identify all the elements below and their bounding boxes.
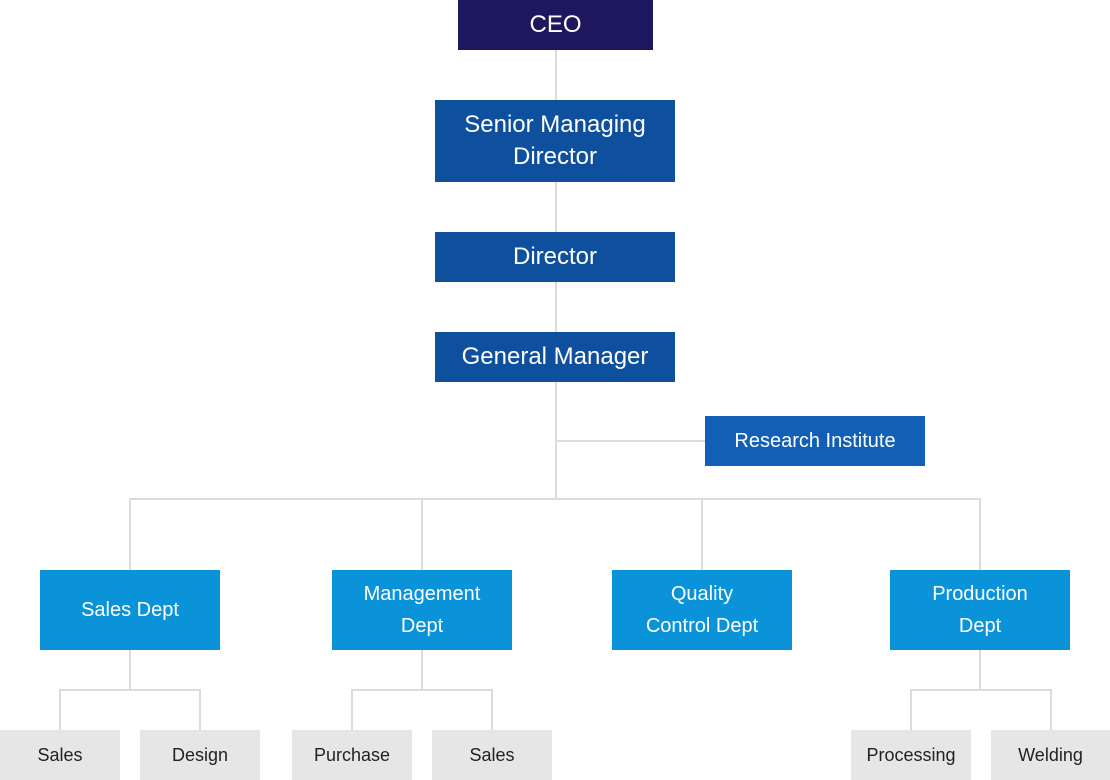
welding-team-box: Welding	[991, 730, 1110, 780]
connector-sales-team-drop	[59, 689, 61, 730]
sales-team-box: Sales	[0, 730, 120, 780]
connector-drop-production-dept	[979, 498, 981, 570]
research-institute-box: Research Institute	[705, 416, 925, 466]
welding-team-label: Welding	[1018, 744, 1083, 765]
quality-control-dept-label-line-1: Quality	[670, 583, 734, 605]
design-team-label: Design	[171, 744, 229, 765]
purchase-team-box: Purchase	[292, 730, 412, 780]
ceo-label: CEO	[529, 11, 582, 38]
connector-drop-sales-dept	[129, 498, 131, 570]
connector-design-team-drop	[199, 689, 201, 730]
connector-production-dept-stem	[979, 650, 981, 690]
connector-department-bus	[129, 498, 981, 500]
connector-management-dept-stem	[421, 650, 423, 690]
purchase-team-label: Purchase	[313, 744, 391, 765]
research-institute-label: Research Institute	[734, 429, 896, 452]
connector-purchase-team-drop	[351, 689, 353, 730]
processing-team-box: Processing	[851, 730, 971, 780]
management-sales-team-box: Sales	[432, 730, 552, 780]
processing-team-label: Processing	[866, 744, 956, 765]
senior-managing-director-label-line-2: Director	[512, 143, 597, 170]
connector-drop-management-dept	[421, 498, 423, 570]
production-dept-box: Production Dept	[890, 570, 1070, 650]
production-dept-label-line-2: Dept	[958, 615, 1002, 637]
director-label: Director	[512, 243, 597, 270]
sales-dept-box: Sales Dept	[40, 570, 220, 650]
senior-managing-director-box: Senior Managing Director	[435, 100, 675, 182]
senior-managing-director-label-line-1: Senior Managing	[464, 111, 646, 138]
ceo-box: CEO	[458, 0, 653, 50]
connector-sales-dept-stem	[129, 650, 131, 690]
production-dept-label-line-1: Production	[932, 583, 1028, 605]
quality-control-dept-box: Quality Control Dept	[612, 570, 792, 650]
sales-dept-label: Sales Dept	[81, 599, 179, 621]
sales-team-label: Sales	[37, 744, 83, 765]
connector-production-dept-bus	[910, 689, 1052, 691]
management-dept-label-line-1: Management	[363, 583, 481, 605]
management-dept-label-line-2: Dept	[400, 615, 444, 637]
general-manager-label: General Manager	[461, 343, 649, 370]
quality-control-dept-label-line-2: Control Dept	[645, 615, 759, 637]
design-team-box: Design	[140, 730, 260, 780]
connector-management-dept-bus	[351, 689, 493, 691]
director-box: Director	[435, 232, 675, 282]
connector-drop-quality-dept	[701, 498, 703, 570]
management-dept-box: Management Dept	[332, 570, 512, 650]
general-manager-box: General Manager	[435, 332, 675, 382]
management-sales-team-label: Sales	[469, 744, 515, 765]
connector-sales-dept-bus	[59, 689, 201, 691]
connector-mgmt-sales-team-drop	[491, 689, 493, 730]
connector-processing-team-drop	[910, 689, 912, 730]
connector-welding-team-drop	[1050, 689, 1052, 730]
connector-research-branch	[556, 440, 706, 442]
